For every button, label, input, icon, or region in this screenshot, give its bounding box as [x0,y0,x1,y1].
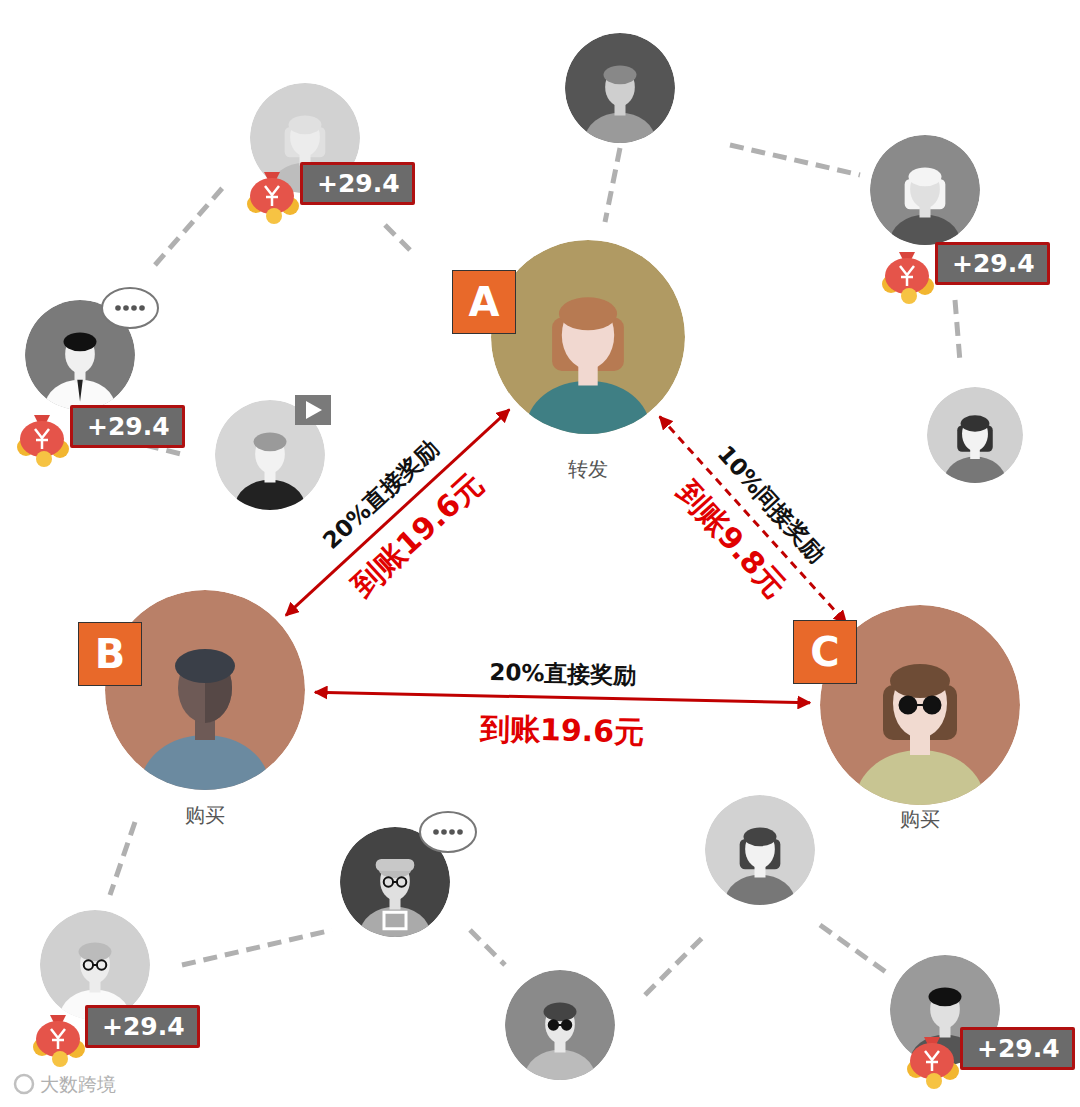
reward-arrow [286,410,509,616]
amount-label: 到账19.6元 [344,464,492,605]
node-caption: 购买 [900,806,940,833]
node-caption: 转发 [568,456,608,483]
play-icon [295,395,331,425]
node-caption: 购买 [185,802,225,829]
reward-arrow [315,692,810,702]
reward-badge: +29.4 [70,405,185,448]
person-node: A 转发 [440,236,700,486]
node-letter: A [452,270,516,334]
avatar [505,970,615,1105]
watermark-logo [15,1075,33,1093]
avatar [705,795,815,930]
money-bag [247,172,299,224]
amount-label: 到账19.6元 [479,709,644,753]
dashed-link [385,225,410,250]
dashed-link [820,925,890,975]
person-node: B 购买 [70,588,310,833]
money-bag [17,415,69,467]
dashed-link [182,930,332,965]
reward-badge: +29.4 [300,162,415,205]
reward-badge: +29.4 [935,242,1050,285]
reward-arrow [660,416,847,623]
edge-label: 20%直接奖励 [489,656,637,690]
dashed-link [155,185,225,265]
watermark: 大数跨境 [40,1072,116,1098]
avatar [927,387,1023,505]
money-bag [882,252,934,304]
node-letter: B [78,622,142,686]
speech-bubble [102,288,158,328]
dashed-link [605,148,620,222]
reward-badge: +29.4 [960,1027,1075,1070]
dashed-link [645,935,705,995]
dashed-link [470,930,505,965]
person-node: C 购买 [790,600,1030,835]
node-letter: C [793,620,857,684]
speech-bubble [420,812,476,852]
money-bag [33,1015,85,1067]
reward-badge: +29.4 [85,1005,200,1048]
avatar [491,240,685,478]
dashed-link [730,145,860,175]
dashed-link [110,822,135,895]
avatar [565,33,675,168]
dashed-link [955,300,960,362]
money-bag [907,1037,959,1089]
